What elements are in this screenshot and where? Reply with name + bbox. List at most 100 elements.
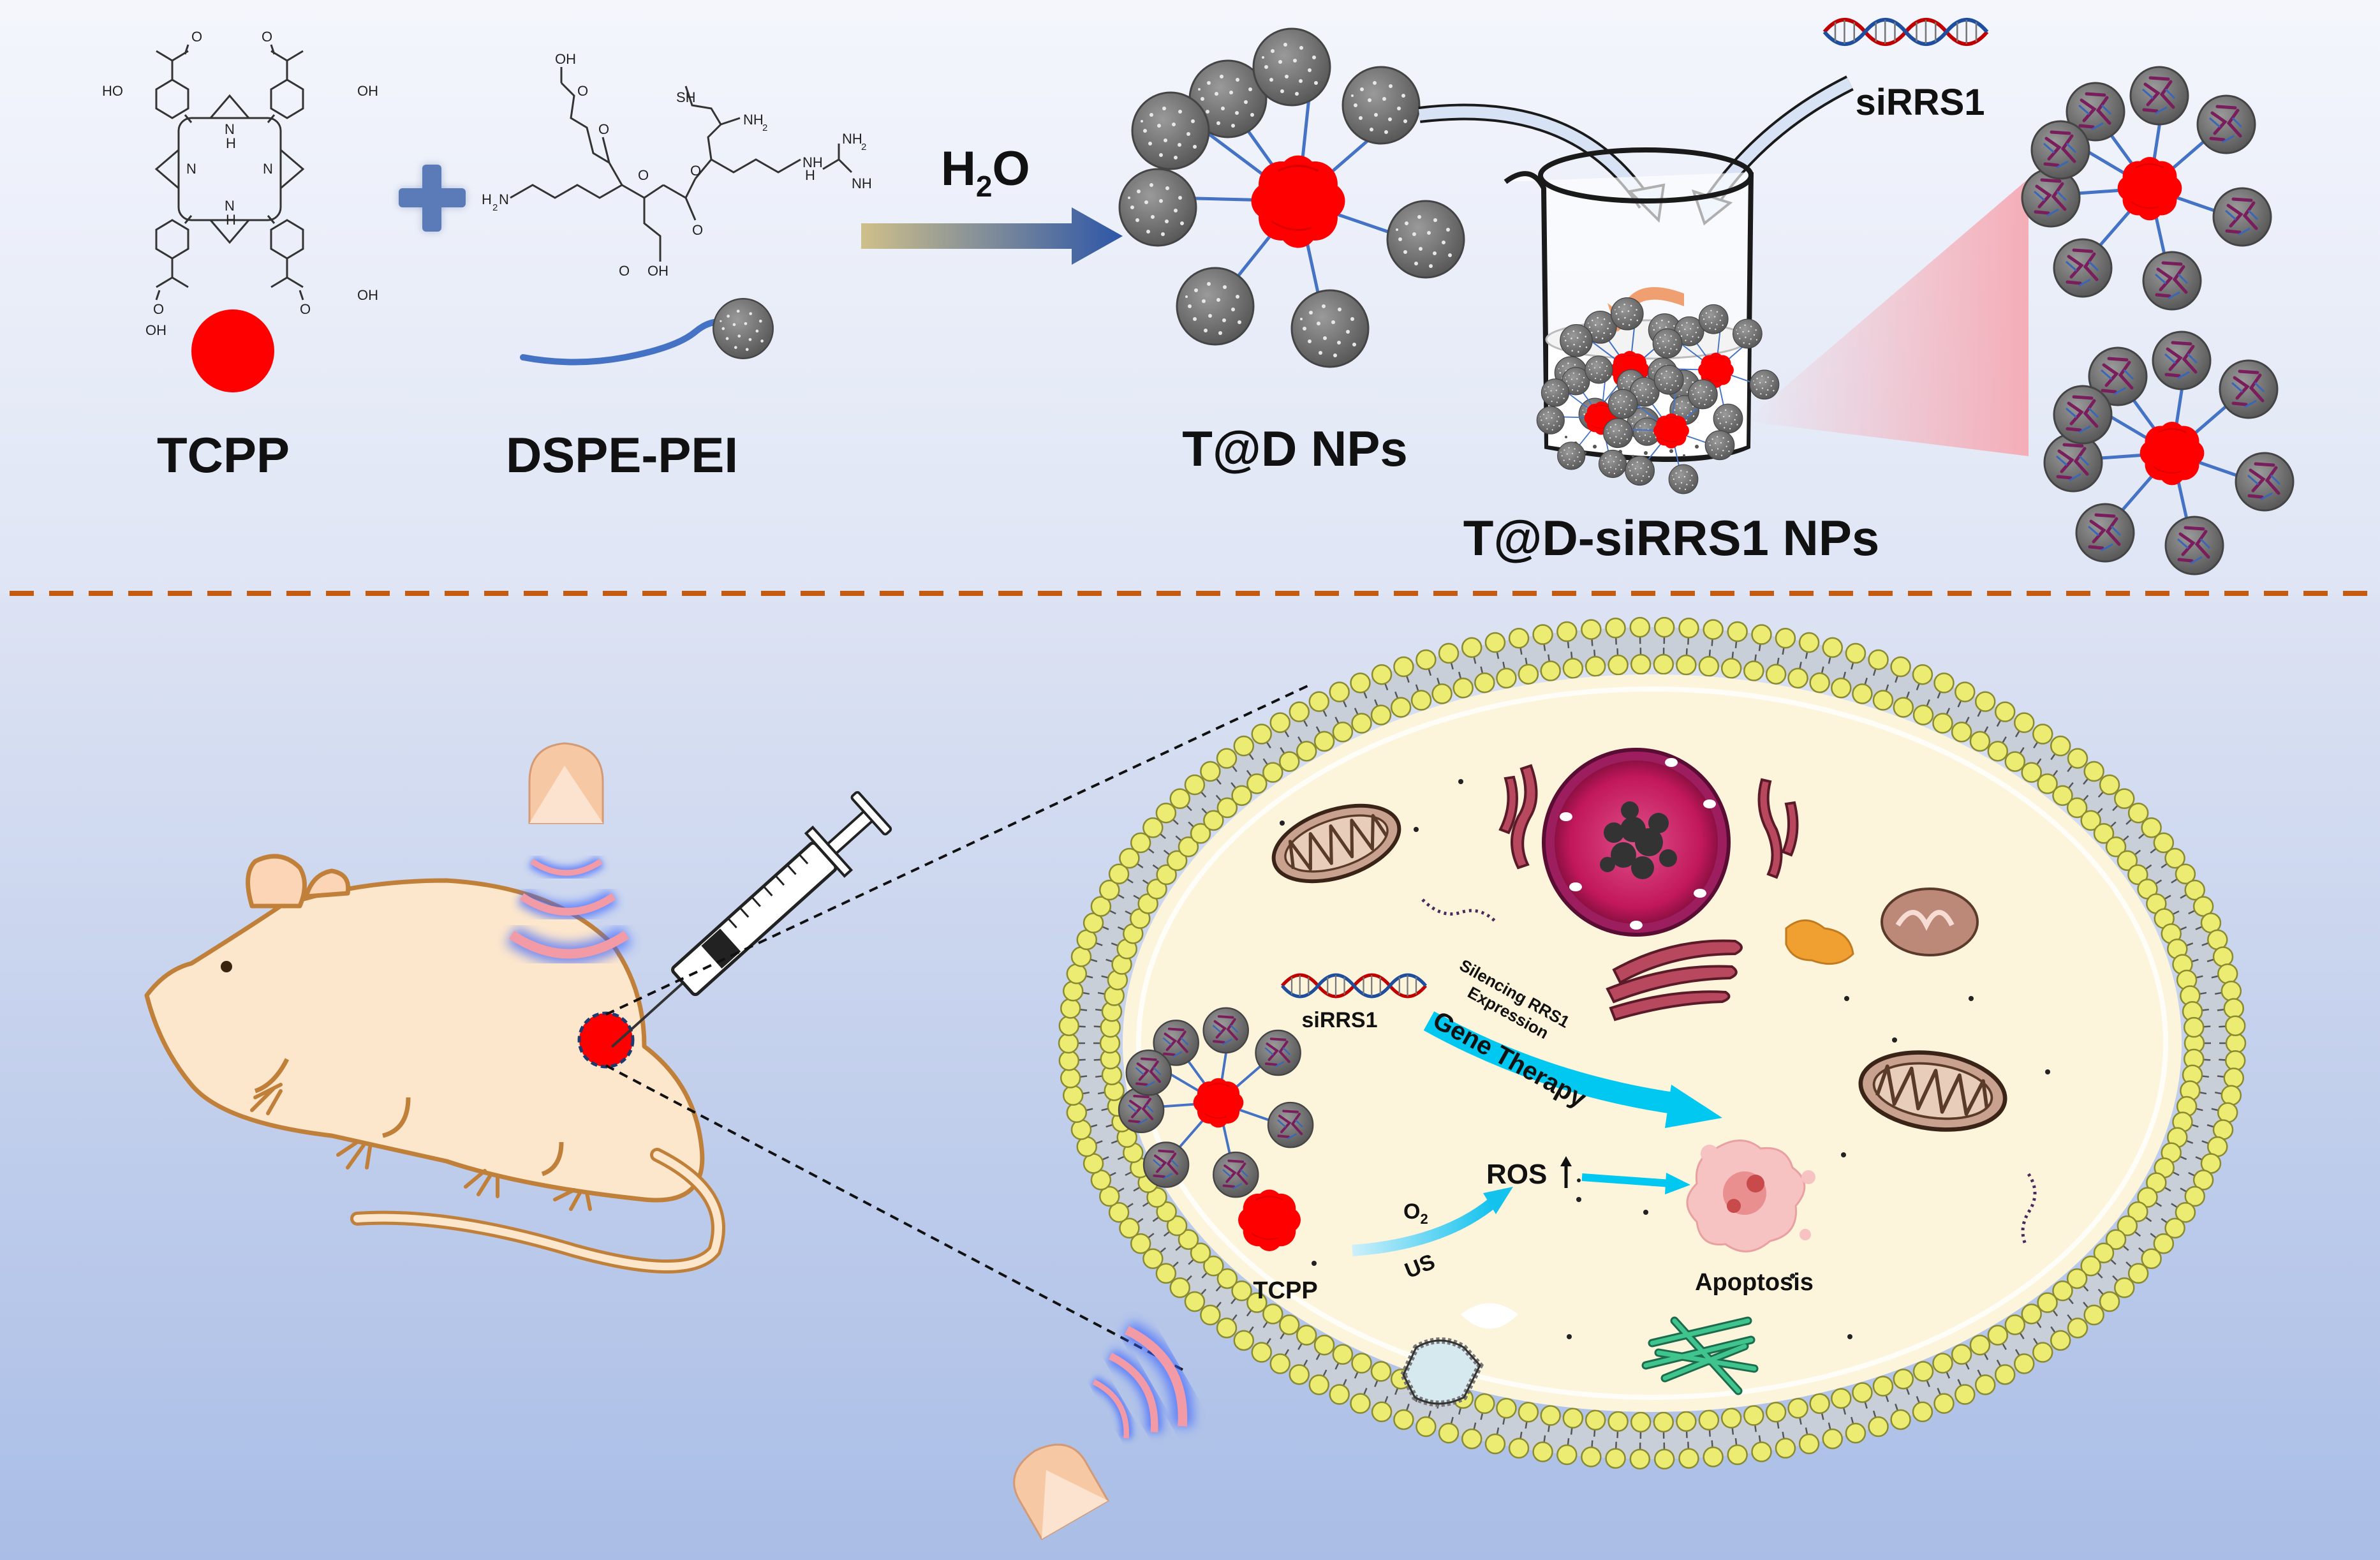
lipid-head — [1155, 802, 1177, 824]
lipid-head — [2184, 879, 2205, 901]
atom-o-tl: O — [191, 29, 202, 45]
atom-n-left: N — [186, 161, 196, 177]
lipid-head — [1581, 619, 1602, 640]
lipid-head — [2153, 832, 2175, 854]
lipid-head — [1155, 1263, 1177, 1284]
lipid-head — [2105, 836, 2127, 858]
lipid-head — [1296, 1325, 1317, 1346]
lipid-head — [1932, 713, 1953, 734]
lipid-head — [1890, 1409, 1911, 1430]
us-transducer-top — [528, 742, 604, 824]
lipid-head — [1605, 1448, 1626, 1469]
apoptosis-label: Apoptosis — [1695, 1269, 1814, 1296]
lipid-head — [2052, 1280, 2073, 1302]
lipid-head — [1130, 1233, 1151, 1254]
atom-nh2-guan-sub: 2 — [861, 142, 866, 152]
lipid-head — [1743, 1405, 1764, 1426]
atom-o3: O — [690, 163, 701, 179]
atom-o-pep-bottom: O — [619, 263, 630, 279]
lipid-head — [1678, 1448, 1699, 1469]
lipid-head — [1203, 810, 1224, 831]
lipid-head — [2004, 751, 2026, 772]
tcpp-red-sphere — [191, 309, 274, 392]
td-label: T@D NPs — [1182, 420, 1407, 477]
lipid-head — [1703, 619, 1724, 640]
lipid-head — [2067, 1318, 2088, 1339]
nucleus — [1542, 748, 1731, 937]
lipid-head — [1431, 683, 1452, 704]
lipid-head — [2117, 1215, 2138, 1237]
lipid-head — [1951, 721, 1972, 743]
mitochondrion-small — [1881, 888, 1979, 956]
apoptotic-cell — [1686, 1140, 1815, 1252]
ros-up-arrow — [1560, 1156, 1572, 1188]
lipid-head — [1058, 1015, 1080, 1036]
lipid-head — [1532, 624, 1553, 645]
lipid-head — [2052, 785, 2073, 806]
lipid-head — [1438, 643, 1460, 664]
atom-oh-pep-top: OH — [555, 51, 576, 67]
lipid-head — [2114, 788, 2135, 810]
lipid-head — [2225, 1032, 2247, 1054]
lipid-head — [1831, 1388, 1852, 1409]
tcpp-atoms: HO O O OH O OH O OH N H N N N H — [102, 29, 378, 338]
lipid-head — [1251, 1342, 1272, 1363]
lipid-head — [1329, 681, 1350, 702]
lipid-head — [1951, 1344, 1972, 1365]
us-transducer-bottom — [1013, 1443, 1110, 1541]
lipid-head — [1146, 879, 1167, 900]
lipid-head — [1393, 656, 1414, 678]
lipid-head — [1269, 1353, 1291, 1374]
lipid-head — [1556, 621, 1578, 643]
lipid-head — [2066, 797, 2088, 819]
lipid-head — [2037, 1292, 2058, 1313]
lipid-head — [1556, 1444, 1578, 1466]
lipid-head — [2127, 802, 2149, 824]
lipid-head — [1066, 963, 1088, 984]
lipid-head — [2021, 762, 2042, 783]
lipid-head — [1351, 713, 1372, 734]
lipid-head — [1251, 724, 1272, 745]
lipid-head — [1308, 1374, 1330, 1395]
lipid-head — [2192, 1170, 2214, 1191]
atom-n-right: N — [263, 161, 273, 177]
zoom-line-bottom — [605, 1064, 1187, 1373]
lipid-head — [1296, 741, 1317, 762]
lipid-head — [1289, 1364, 1310, 1385]
lipid-head — [1912, 704, 1934, 725]
lipid-head — [1932, 1353, 1953, 1374]
lipid-head — [2099, 1291, 2120, 1312]
atom-nh2-a: NH — [743, 112, 764, 128]
lipid-head — [1720, 658, 1742, 679]
lipid-head — [2080, 810, 2101, 831]
atom-n-bottom: N — [225, 198, 235, 214]
lipid-head — [1912, 1401, 1933, 1423]
lipid-head — [1653, 616, 1675, 638]
lipid-head — [1438, 1422, 1460, 1444]
lipid-head — [1809, 1393, 1830, 1415]
sirna-label-cell: siRRS1 — [1301, 1008, 1377, 1032]
lipid-head — [1461, 1428, 1482, 1450]
lipid-head — [2127, 864, 2148, 886]
lipid-head — [1371, 664, 1393, 685]
atom-h2n-n: N — [499, 191, 509, 207]
lipid-head — [1676, 654, 1697, 676]
lipid-head — [1532, 1441, 1553, 1462]
lipid-head — [2141, 1248, 2162, 1270]
atom-o4: O — [692, 222, 703, 238]
dspe-atoms: OH O H 2 N O O O O SH NH 2 NH H NH 2 NH … — [482, 51, 872, 279]
lipid-head — [1246, 773, 1268, 794]
tcpp-label: TCPP — [157, 427, 290, 483]
lipid-head — [2184, 1185, 2205, 1207]
lipid-head — [1332, 721, 1354, 743]
lipid-head — [1540, 660, 1561, 681]
lipid-head — [2217, 1102, 2238, 1123]
lipid-head — [1410, 690, 1432, 711]
lipid-head — [2032, 1342, 2053, 1363]
cell-membrane — [1058, 616, 2247, 1470]
lipid-head — [2013, 1353, 2035, 1374]
lipid-head — [1350, 1393, 1371, 1414]
lipid-head — [2083, 761, 2104, 782]
lipid-head — [1142, 1248, 1164, 1270]
